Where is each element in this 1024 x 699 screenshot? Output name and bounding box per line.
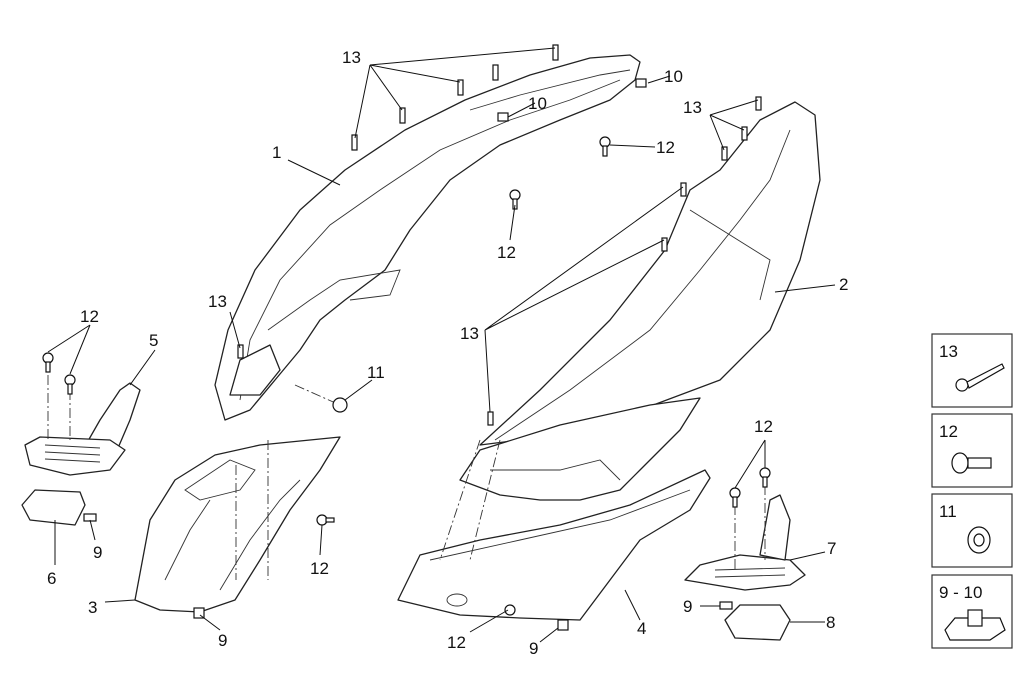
- screw-icon: [237, 344, 244, 359]
- clip-nut-icon: [944, 609, 1006, 641]
- callout-9: 9: [93, 543, 102, 562]
- callout-4: 4: [637, 619, 646, 638]
- screw-icon: [492, 64, 499, 81]
- callout-12: 12: [754, 417, 773, 436]
- screw-icon: [721, 146, 728, 161]
- screw-icon: [759, 467, 771, 488]
- screw-icon: [661, 237, 668, 252]
- screw-icon: [680, 182, 687, 197]
- callout-12: 12: [80, 307, 99, 326]
- hardware-legend: 13 12 11 9 - 10: [931, 333, 1013, 649]
- clip-nut-icon: [83, 513, 97, 522]
- screw-icon: [509, 189, 521, 210]
- part-2-right-side-fairing[interactable]: [459, 101, 821, 501]
- part-6-left-footrest[interactable]: [21, 436, 126, 526]
- callout-labels: 13 10 10 1 12 12 13 2 13 12 5 11 13 12 9…: [47, 48, 848, 658]
- clip-nut-icon: [719, 601, 733, 610]
- part-3-lower-left-cover[interactable]: [134, 436, 341, 613]
- screw-icon: [399, 107, 406, 124]
- callout-8: 8: [826, 613, 835, 632]
- part-4-lower-right-trim[interactable]: [397, 469, 711, 621]
- callout-12: 12: [310, 559, 329, 578]
- callout-12: 12: [497, 243, 516, 262]
- screw-icon: [504, 604, 516, 616]
- screw-icon: [487, 411, 494, 426]
- legend-item-13: 13: [931, 333, 1013, 408]
- screw-icon: [599, 136, 611, 157]
- callout-9: 9: [683, 597, 692, 616]
- part-8-right-footrest-base[interactable]: [724, 604, 791, 641]
- part-1-left-side-fairing[interactable]: [214, 54, 641, 421]
- tapping-screw-icon: [955, 363, 1005, 392]
- callout-12: 12: [656, 138, 675, 157]
- screw-icon: [351, 134, 358, 151]
- callout-10: 10: [528, 94, 547, 113]
- screw-icon: [741, 126, 748, 141]
- screw-icon: [755, 96, 762, 111]
- screw-icon: [729, 487, 741, 508]
- callout-7: 7: [827, 539, 836, 558]
- washer-icon: [332, 397, 348, 413]
- callout-13: 13: [460, 324, 479, 343]
- callout-12: 12: [447, 633, 466, 652]
- clip-nut-icon: [635, 78, 647, 88]
- callout-13: 13: [683, 98, 702, 117]
- leader-lines: [47, 47, 836, 643]
- legend-item-9-10: 9 - 10: [931, 574, 1013, 649]
- screw-icon: [552, 44, 559, 61]
- screw-icon: [64, 374, 76, 395]
- clip-nut-icon: [557, 619, 569, 631]
- callout-5: 5: [149, 331, 158, 350]
- svg-text:9 - 10: 9 - 10: [939, 583, 982, 602]
- callout-9: 9: [529, 639, 538, 658]
- svg-text:11: 11: [939, 502, 957, 521]
- callout-13: 13: [208, 292, 227, 311]
- callout-13: 13: [342, 48, 361, 67]
- callout-11: 11: [367, 363, 385, 382]
- washer-icon: [967, 526, 991, 554]
- callout-1: 1: [272, 143, 281, 162]
- clip-nut-icon: [497, 112, 509, 122]
- svg-text:12: 12: [939, 422, 958, 441]
- part-7-right-footrest[interactable]: [684, 494, 806, 591]
- clip-nut-icon: [193, 607, 205, 619]
- screw-icon: [457, 79, 464, 96]
- legend-item-11: 11: [931, 493, 1013, 568]
- flange-screw-icon: [951, 452, 992, 474]
- svg-text:13: 13: [939, 342, 958, 361]
- callout-10: 10: [664, 67, 683, 86]
- screw-icon: [42, 352, 54, 373]
- callout-6: 6: [47, 569, 56, 588]
- callout-9: 9: [218, 631, 227, 650]
- screw-icon: [316, 514, 335, 526]
- callout-2: 2: [839, 275, 848, 294]
- legend-item-12: 12: [931, 413, 1013, 488]
- assembly-lines: [47, 375, 766, 580]
- callout-3: 3: [88, 598, 97, 617]
- screws: [42, 44, 771, 631]
